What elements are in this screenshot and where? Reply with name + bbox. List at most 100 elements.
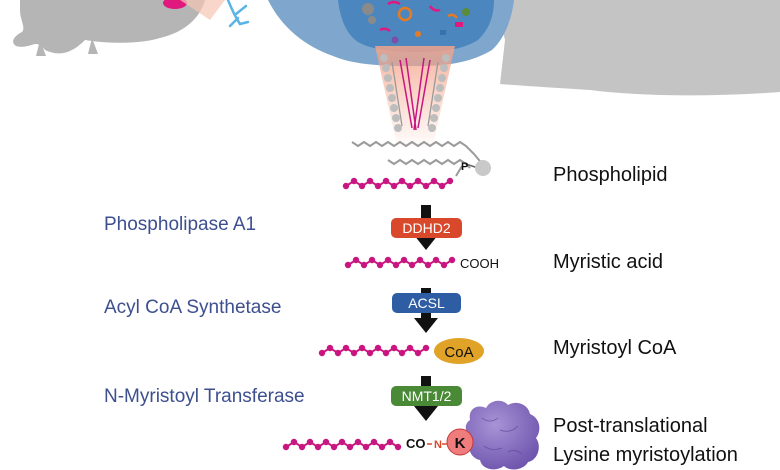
lysine-label: K <box>455 435 466 452</box>
head-group <box>475 160 491 176</box>
gene-badge-label: NMT1/2 <box>402 388 452 404</box>
phospholipid-structure: P <box>351 140 491 177</box>
chain-carbon <box>330 443 338 451</box>
enzyme-label-phospholipase-a1: Phospholipase A1 <box>104 214 256 235</box>
cell-interior <box>338 0 494 52</box>
lipid-tail-1 <box>351 140 485 167</box>
myristoyl-lysine-chain <box>282 438 402 451</box>
product-label-phospholipid: Phospholipid <box>553 164 668 186</box>
lipid-tail-2 <box>387 158 471 169</box>
chain-carbon <box>414 177 422 185</box>
carbonyl-label: CO <box>406 436 426 451</box>
amide-n-label: N <box>434 439 442 451</box>
chain-carbon <box>448 256 456 264</box>
glycerol-link <box>455 165 463 177</box>
chain-carbon <box>422 344 430 352</box>
chain-carbon <box>354 438 362 446</box>
gene-badge-ddhd2: DDHD2 <box>391 218 462 238</box>
chain-carbon <box>322 438 330 446</box>
chain-carbon <box>370 438 378 446</box>
chain-carbon <box>398 177 406 185</box>
chain-carbon <box>368 256 376 264</box>
gene-badge-acsl: ACSL <box>392 293 461 313</box>
chain-carbon <box>392 261 400 269</box>
chain-carbon <box>352 256 360 264</box>
phosphate-label: P <box>461 161 468 173</box>
chain-carbon <box>334 349 342 357</box>
product-label-lysine-myristoylation: Lysine myristoylation <box>553 444 738 466</box>
coa-label: CoA <box>444 344 473 361</box>
chain-carbon <box>424 261 432 269</box>
chain-carbon <box>326 344 334 352</box>
chain-carbon <box>376 261 384 269</box>
chain-carbon <box>390 182 398 190</box>
chain-carbon <box>358 182 366 190</box>
gene-badge-nmt: NMT1/2 <box>391 386 462 406</box>
enzyme-label-n-myristoyl-transferase: N-Myristoyl Transferase <box>104 386 305 407</box>
chain-carbon <box>366 349 374 357</box>
chain-carbon <box>446 177 454 185</box>
chain-carbon <box>338 438 346 446</box>
glow-patch <box>180 0 225 20</box>
chain-carbon <box>350 177 358 185</box>
chain-carbon <box>374 182 382 190</box>
chain-carbon <box>382 349 390 357</box>
gene-badge-label: ACSL <box>408 295 445 311</box>
chain-carbon <box>346 443 354 451</box>
chain-carbon <box>422 182 430 190</box>
chain-carbon <box>306 438 314 446</box>
chain-carbon <box>408 261 416 269</box>
chain-carbon <box>374 344 382 352</box>
acyl-chains <box>282 177 456 451</box>
chain-carbon <box>386 438 394 446</box>
chain-carbon <box>318 349 326 357</box>
chain-carbon <box>430 177 438 185</box>
myristoylated-protein: CO N K <box>406 400 540 470</box>
chain-carbon <box>314 443 322 451</box>
chain-carbon <box>382 177 390 185</box>
chain-carbon <box>378 443 386 451</box>
chain-carbon <box>384 256 392 264</box>
chain-carbon <box>400 256 408 264</box>
chain-carbon <box>432 256 440 264</box>
membrane-glow <box>375 46 455 150</box>
chain-carbon <box>406 182 414 190</box>
mouse-foot <box>36 40 46 56</box>
enzyme-label-acyl-coa-synthetase: Acyl CoA Synthetase <box>104 297 281 318</box>
chain-carbon <box>390 344 398 352</box>
vesicle-proteins <box>362 0 470 44</box>
lipid-bilayer <box>380 54 450 132</box>
myristic-acid-chain <box>344 256 456 269</box>
mouse-foot <box>88 38 98 54</box>
top-illustration <box>13 0 780 150</box>
brain-tissue <box>163 0 187 9</box>
myristoyl-coa-chain <box>318 344 430 357</box>
product-label-myristic-acid: Myristic acid <box>553 251 663 273</box>
coa-group: CoA <box>434 338 484 364</box>
tissue-background <box>495 0 780 96</box>
chain-carbon <box>414 349 422 357</box>
lysine-residue <box>446 428 474 456</box>
gene-badge-label: DDHD2 <box>402 220 450 236</box>
chain-carbon <box>366 177 374 185</box>
chain-carbon <box>440 261 448 269</box>
chain-carbon <box>394 443 402 451</box>
chain-carbon <box>350 349 358 357</box>
chain-carbon <box>358 344 366 352</box>
phospholipid-chain <box>342 177 454 190</box>
chain-carbon <box>298 443 306 451</box>
chain-carbon <box>360 261 368 269</box>
protein-blob <box>465 400 540 470</box>
chain-carbon <box>290 438 298 446</box>
product-label-myristoyl-coa: Myristoyl CoA <box>553 337 677 359</box>
chain-carbon <box>398 349 406 357</box>
chain-carbon <box>416 256 424 264</box>
chain-carbon <box>282 443 290 451</box>
cooh-group: COOH <box>460 256 499 271</box>
chain-carbon <box>342 344 350 352</box>
chain-carbon <box>438 182 446 190</box>
nerve-branches <box>226 0 250 28</box>
chain-carbon <box>344 261 352 269</box>
mouse-illustration <box>13 0 205 54</box>
